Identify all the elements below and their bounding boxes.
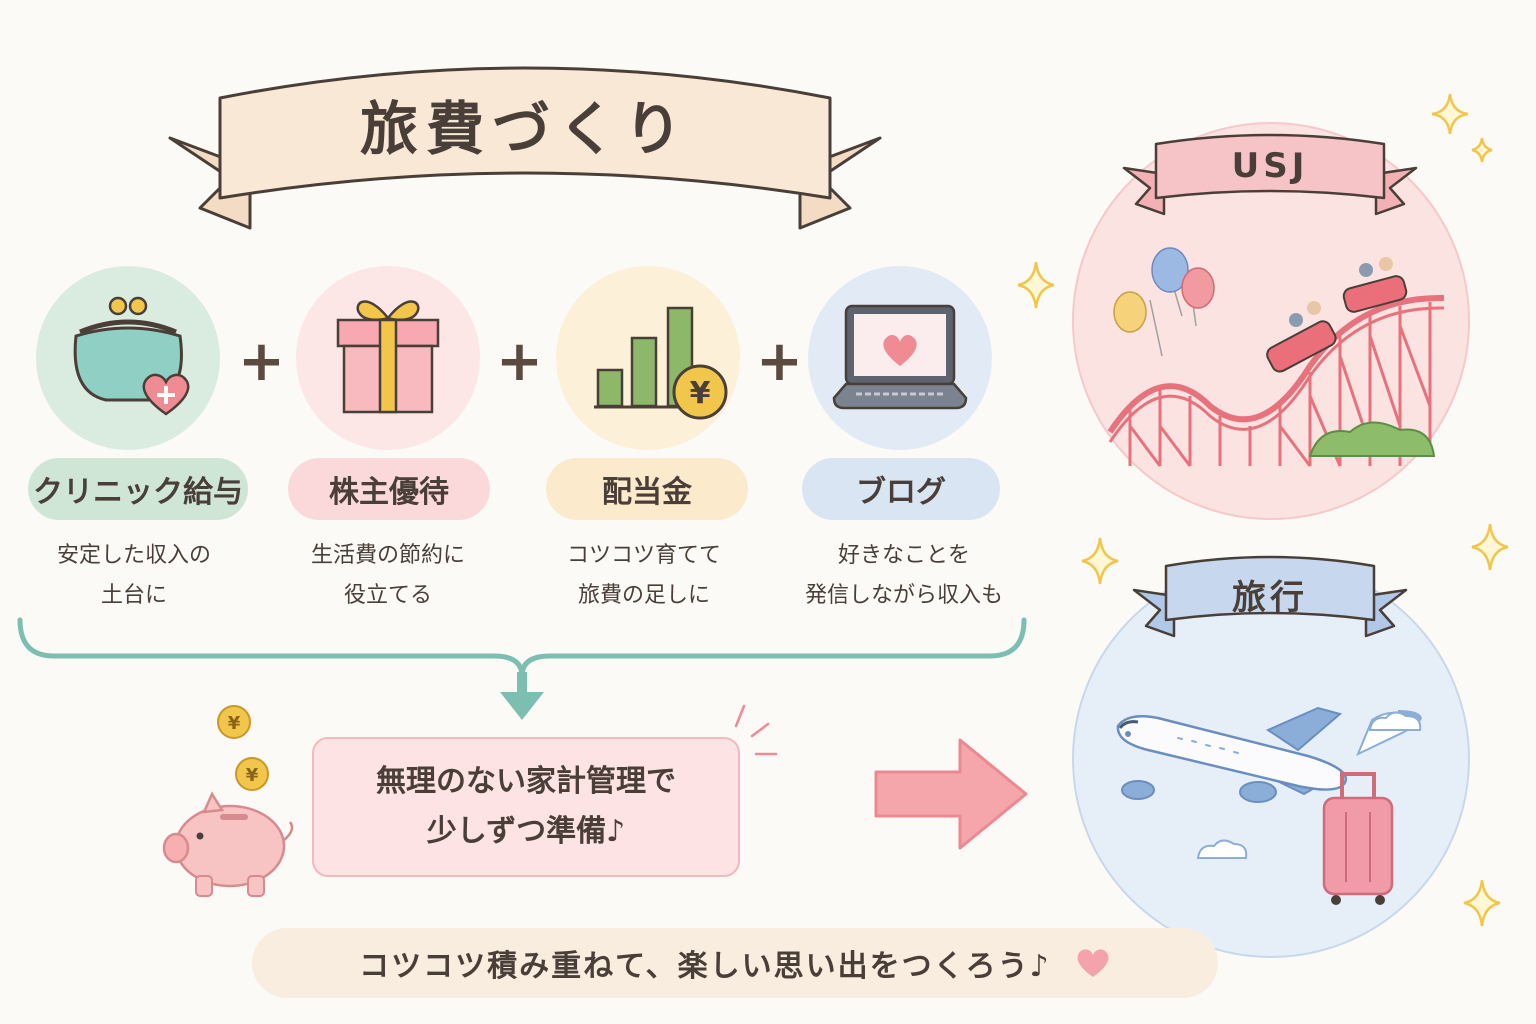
roller-coaster-icon	[1107, 247, 1445, 467]
plus-sign-2: +	[496, 329, 543, 394]
coin-purse-icon	[73, 296, 190, 416]
sparkle-icon	[1081, 537, 1119, 585]
usj-ribbon	[1122, 133, 1418, 216]
source-desc-blog: 好きなことを発信しながら収入も	[804, 543, 1003, 608]
sparkle-icon	[1463, 879, 1501, 927]
source-desc-clinic: 安定した収入の土台に	[56, 543, 211, 608]
source-desc-benefits: 生活費の節約に役立てる	[310, 543, 465, 608]
goal-label-usj: USJ	[1231, 146, 1309, 186]
sparkle-icon	[1471, 523, 1509, 571]
svg-text:¥: ¥	[228, 713, 241, 734]
sparkle-icon	[1431, 93, 1493, 163]
plus-sign-3: +	[756, 329, 803, 394]
sparkle-icon	[1017, 261, 1055, 309]
laptop-heart-icon	[832, 304, 968, 410]
page-title: 旅費づくり	[359, 95, 690, 163]
svg-text:¥: ¥	[690, 376, 711, 411]
footer-text: コツコツ積み重ねて、楽しい思い出をつくろう♪	[359, 949, 1051, 984]
merge-bracket	[17, 617, 1027, 720]
bar-chart-yen-icon: ¥	[594, 306, 728, 420]
svg-text:¥: ¥	[246, 765, 259, 786]
yen-coins-icon: ¥ ¥	[217, 705, 269, 791]
goal-label-travel: 旅行	[1232, 578, 1308, 618]
footer-banner: コツコツ積み重ねて、楽しい思い出をつくろう♪	[252, 928, 1218, 998]
piggy-bank-icon	[162, 791, 294, 897]
plus-sign-1: +	[238, 329, 285, 394]
airplane-icon	[1116, 706, 1422, 905]
heart-icon	[1077, 949, 1109, 977]
source-label-blog: ブログ	[802, 458, 1000, 520]
source-desc-dividend: コツコツ育てて旅費の足しに	[566, 543, 721, 608]
title-ribbon	[168, 66, 882, 230]
source-label-benefits: 株主優待	[288, 458, 490, 520]
source-label-dividend: 配当金	[546, 458, 748, 520]
right-arrow-icon	[874, 738, 1028, 850]
sparkle-lines	[734, 704, 778, 756]
message-box: 無理のない家計管理で 少しずつ準備♪	[312, 737, 740, 877]
travel-ribbon	[1132, 555, 1408, 638]
source-label-clinic: クリニック給与	[28, 458, 248, 520]
gift-box-icon	[336, 300, 440, 414]
